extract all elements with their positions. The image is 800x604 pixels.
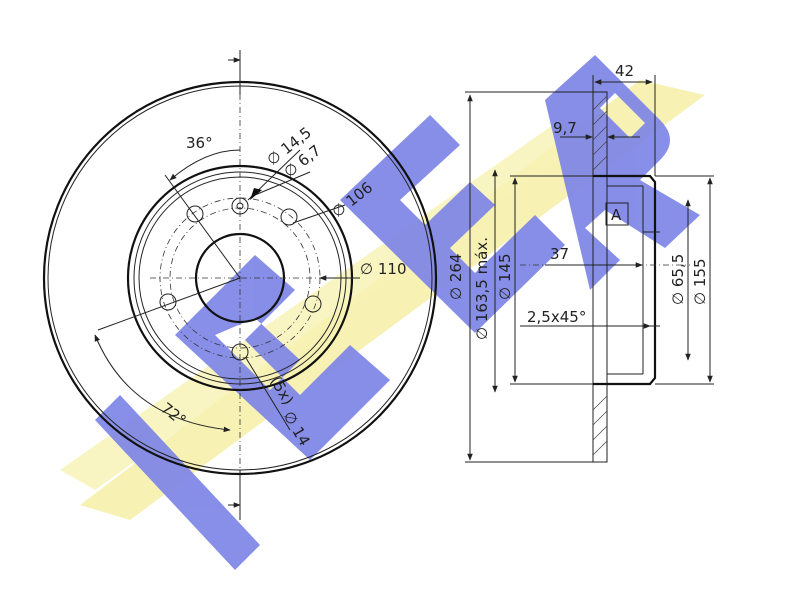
datum-box: [605, 202, 629, 226]
icer-watermark: [60, 55, 705, 570]
label-thickness: 9,7: [553, 119, 577, 137]
label-hat-dia: ∅ 145: [496, 254, 514, 301]
watermark-letter-r: [545, 55, 700, 290]
leader-pcd: [292, 204, 346, 224]
label-max-dia: ∅ 163,5 máx.: [473, 237, 491, 340]
small-hole: [236, 202, 244, 210]
label-total-height: 42: [615, 62, 634, 80]
bolt-holes: [159, 197, 322, 361]
leader-small-hole: [254, 171, 311, 196]
hat-profile: [593, 174, 657, 386]
label-chamfer: 2,5x45°: [527, 308, 586, 326]
hole-marker-arrow: [250, 188, 262, 200]
bolt-hole: [304, 295, 322, 313]
leader-bolt: [245, 357, 291, 431]
label-hat-depth: 37: [550, 245, 569, 263]
angle-ref-line-2: [97, 277, 241, 331]
bolt-hole: [280, 208, 298, 226]
bolt-hole: [186, 205, 204, 223]
watermark-letter-e: [340, 115, 565, 333]
angle-ref-line: [164, 174, 241, 279]
angle-36-arc: [169, 149, 241, 181]
side-view: A 42 9,7 37 2,5x45° ∅ 264 ∅ 163,5 máx. ∅…: [447, 62, 714, 463]
label-angle-36: 36°: [186, 134, 213, 152]
watermark-yellow-swoosh: [80, 80, 705, 520]
front-view: 36° ∅ 14,5 ∅ 6,7 ∅ 106 ∅ 110 72° (5x) ∅ …: [42, 50, 438, 520]
bolt-hole: [231, 343, 249, 361]
label-hub-dia: ∅ 155: [691, 259, 709, 306]
section-hatch: [592, 95, 608, 456]
angle-72-arc: [94, 334, 231, 433]
label-outer-dia: ∅ 264: [447, 254, 465, 301]
watermark-letter-i: [95, 395, 260, 570]
watermark-letter-c: [175, 255, 390, 460]
bolt-hole: [231, 197, 249, 215]
datum-label: A: [611, 206, 622, 224]
disc-face-section: [592, 91, 608, 463]
label-centering: ∅ 110: [360, 260, 407, 278]
bolt-hole: [159, 293, 177, 311]
label-inner-dia: ∅ 65,5: [669, 254, 687, 305]
